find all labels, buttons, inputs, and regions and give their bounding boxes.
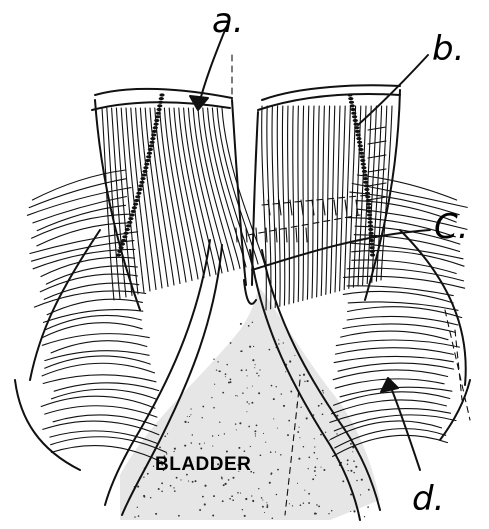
label-c: C. <box>434 207 469 247</box>
label-a: a. <box>212 1 244 41</box>
right-muscle-fibers <box>262 106 392 310</box>
arrowhead-d <box>381 378 398 392</box>
label-b: b. <box>432 29 464 69</box>
suture-marks <box>236 127 386 242</box>
bladder-label: BLADDER <box>155 454 251 475</box>
left-fascia-hatching <box>27 170 166 461</box>
bladder-region <box>120 288 380 520</box>
label-d: d. <box>412 479 444 519</box>
leader-d <box>390 385 420 470</box>
leader-b <box>358 55 428 125</box>
